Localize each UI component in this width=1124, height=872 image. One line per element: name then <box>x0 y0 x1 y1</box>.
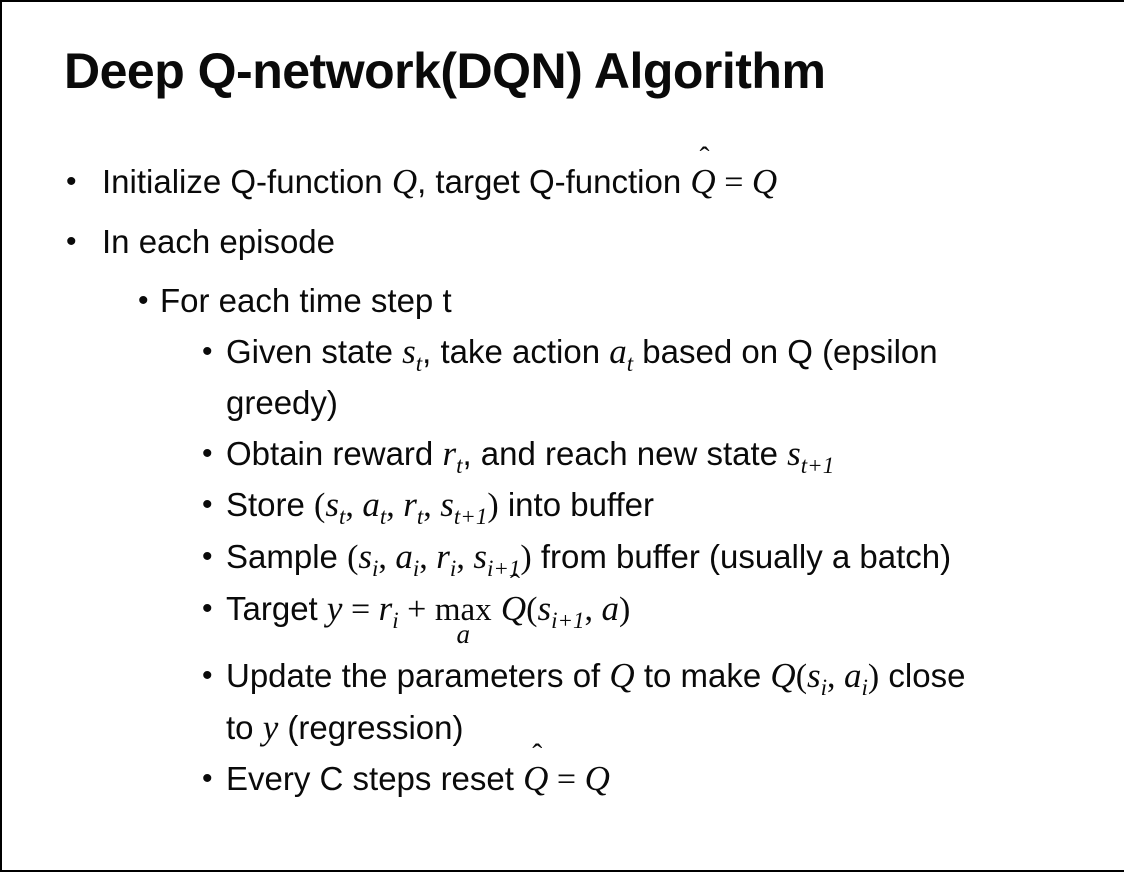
bullet-marker: • <box>66 225 77 258</box>
bullet-marker: • <box>202 659 213 692</box>
bullet-text: Obtain reward rt, and reach new state st… <box>226 434 835 478</box>
bullet-marker: • <box>202 540 213 573</box>
bullet-text: Update the parameters of Q to make Q(si,… <box>226 656 966 747</box>
bullet-item: • Update the parameters of Q to make Q(si… <box>2 650 1092 753</box>
bullet-item: • Given state st, take action at based on… <box>2 326 1092 428</box>
bullet-marker: • <box>202 488 213 521</box>
bullet-marker: • <box>138 284 149 317</box>
slide-title: Deep Q-network(DQN) Algorithm <box>64 43 826 99</box>
bullet-text: Initialize Q-function Q, target Q-functi… <box>102 143 777 202</box>
bullet-item: • For each time step t <box>2 275 1092 326</box>
bullet-marker: • <box>66 165 77 198</box>
bullet-marker: • <box>202 762 213 795</box>
bullet-text: Sample (si, ai, ri, si+1) from buffer (u… <box>226 537 952 581</box>
bullet-text: Given state st, take action at based on … <box>226 332 938 421</box>
bullet-marker: • <box>202 592 213 625</box>
bullet-text: Store (st, at, rt, st+1) into buffer <box>226 485 655 529</box>
bullet-list: • Initialize Q-function Q, target Q-funct… <box>2 143 1092 805</box>
bullet-item: • Obtain reward rt, and reach new state s… <box>2 428 1092 479</box>
bullet-item: • Store (st, at, rt, st+1) into buffer <box>2 479 1092 531</box>
bullet-item: • In each episode <box>2 216 1092 267</box>
bullet-marker: • <box>202 335 213 368</box>
bullet-text: For each time step t <box>160 282 452 319</box>
bullet-item: • Initialize Q-function Q, target Q-funct… <box>2 143 1092 208</box>
bullet-marker: • <box>202 437 213 470</box>
bullet-item: • Sample (si, ai, ri, si+1) from buffer (… <box>2 531 1092 583</box>
bullet-text: In each episode <box>102 223 336 260</box>
